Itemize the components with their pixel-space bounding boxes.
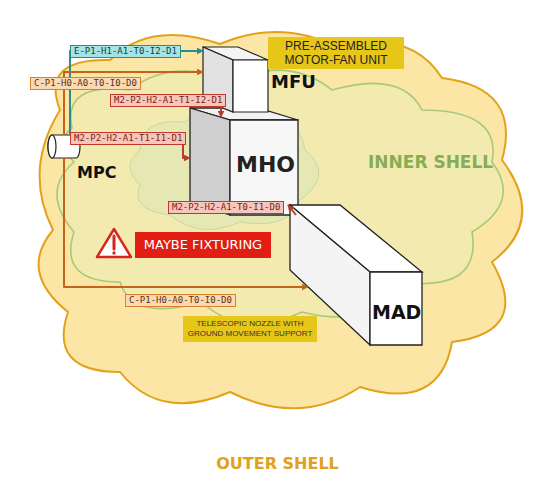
nozzle-box-part: [370, 272, 422, 345]
flow-connector: [220, 107, 222, 117]
interface-code: E-P1-H1-A1-T0-I2-D1: [70, 45, 181, 58]
node-label: INNER SHELL: [368, 153, 493, 172]
node-label: MAD: [372, 302, 421, 323]
node-label: MFU: [271, 72, 316, 92]
inner-shell-cloud-part: [57, 70, 503, 324]
interface-code: M2-P2-H2-A1-T1-I1-D1: [70, 132, 186, 145]
warning-note: MAYBE FIXTURING: [135, 232, 271, 258]
warning-dot: [112, 251, 115, 254]
warning-mark: [113, 236, 116, 249]
cylinder-symbol-part: [48, 135, 56, 158]
node-label: OUTER SHELL: [20, 455, 535, 473]
interface-code: C-P1-H0-A0-T0-I0-D0: [30, 77, 141, 90]
interface-code: M2-P2-H2-A1-T0-I1-D0: [168, 201, 284, 214]
node-label: MPC: [77, 164, 116, 182]
callout-note: PRE-ASSEMBLED MOTOR-FAN UNIT: [268, 37, 404, 69]
node-label: MHO: [236, 153, 295, 177]
motor-fan-box-part: [233, 60, 268, 112]
interface-code: C-P1-H0-A0-T0-I0-D0: [125, 294, 236, 307]
callout-note: TELESCOPIC NOZZLE WITH GROUND MOVEMENT S…: [183, 316, 317, 342]
interface-code: M2-P2-H2-A1-T1-I2-D1: [110, 94, 226, 107]
housing-box-part: [190, 108, 230, 215]
